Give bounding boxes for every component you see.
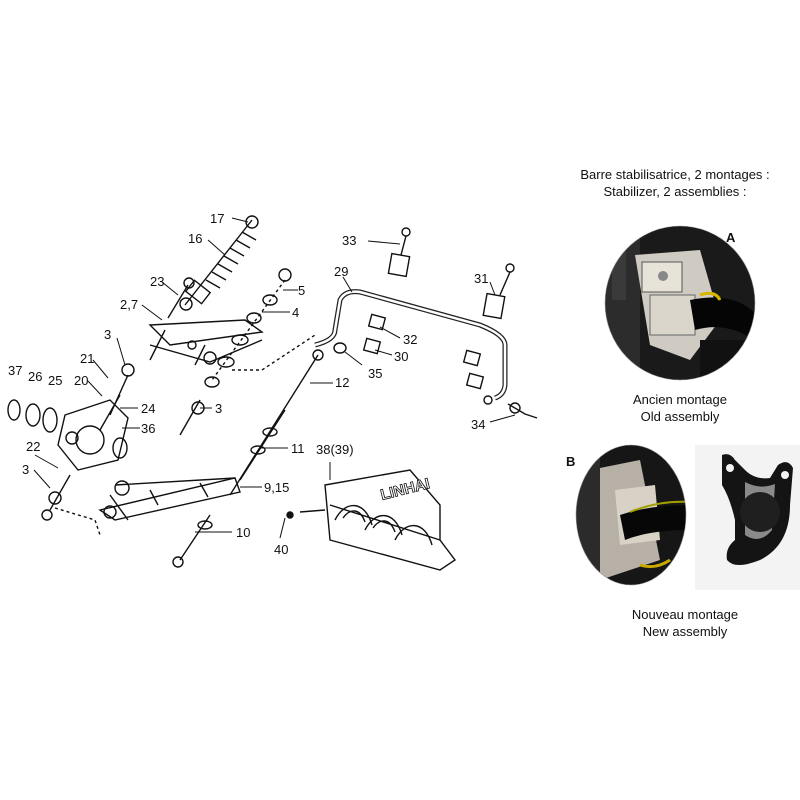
photo-new-assembly — [575, 444, 687, 586]
bushings-5-4 — [204, 268, 292, 388]
part-label-36: 36 — [141, 421, 156, 436]
variant-b-caption: Nouveau montage New assembly — [580, 606, 790, 640]
variant-a-caption: Ancien montage Old assembly — [590, 391, 770, 425]
part-label-9-15: 9,15 — [264, 480, 290, 495]
skid-plate — [286, 469, 457, 571]
part-label-11: 11 — [291, 441, 305, 456]
photo-old-assembly — [604, 225, 756, 381]
part-label-17: 17 — [210, 211, 225, 226]
part-label-40: 40 — [274, 542, 289, 557]
part-label-10: 10 — [236, 525, 251, 540]
legend-title-fr: Barre stabilisatrice, 2 montages : — [580, 167, 770, 182]
part-label-37: 37 — [8, 363, 23, 378]
part-label-23: 23 — [150, 274, 165, 289]
bolt-3-lower — [41, 474, 71, 521]
part-label-3-lower: 3 — [22, 462, 30, 477]
part-label-38-39: 38(39) — [316, 442, 354, 457]
part-label-34: 34 — [471, 417, 486, 432]
part-label-24: 24 — [141, 401, 156, 416]
part-label-30: 30 — [394, 349, 409, 364]
linhai-logo: LINHAI — [379, 475, 432, 504]
part-label-2-7: 2,7 — [120, 297, 139, 312]
hub-rings — [7, 399, 58, 433]
variant-a-letter: A — [726, 230, 736, 245]
part-label-22: 22 — [26, 439, 41, 454]
variant-a-caption-fr: Ancien montage — [633, 392, 727, 407]
legend-title-en: Stabilizer, 2 assemblies : — [603, 184, 747, 199]
stabilizer-brackets — [333, 227, 538, 419]
variant-b-letter: B — [566, 454, 576, 469]
bolt-3-middle — [179, 399, 205, 436]
variant-b-caption-en: New assembly — [642, 624, 728, 639]
bolt-23 — [167, 277, 195, 319]
stabilizer-bar — [314, 289, 508, 401]
part-label-31: 31 — [474, 271, 489, 286]
part-label-3-upper: 3 — [104, 327, 112, 342]
upper-a-arm — [148, 319, 264, 366]
shock-absorber — [179, 215, 259, 311]
part-label-16: 16 — [188, 231, 203, 246]
lower-a-arm — [54, 477, 241, 536]
part-label-35: 35 — [368, 366, 383, 381]
long-bolts — [172, 334, 324, 568]
legend-title: Barre stabilisatrice, 2 montages : Stabi… — [560, 166, 790, 200]
part-label-26: 26 — [28, 369, 43, 384]
part-label-20: 20 — [74, 373, 89, 388]
part-label-4: 4 — [292, 305, 300, 320]
part-label-12: 12 — [335, 375, 350, 390]
part-label-5: 5 — [298, 283, 306, 298]
washer-36 — [112, 437, 128, 459]
variant-b-caption-fr: Nouveau montage — [631, 607, 739, 622]
part-label-32: 32 — [403, 332, 418, 347]
photo-bracket-part — [695, 445, 800, 590]
steering-knuckle — [57, 363, 135, 471]
variant-a-caption-en: Old assembly — [640, 409, 720, 424]
part-label-21: 21 — [80, 351, 95, 366]
part-label-3-middle: 3 — [215, 401, 223, 416]
part-label-25: 25 — [48, 373, 63, 388]
leader-lines — [33, 217, 516, 539]
part-label-29: 29 — [334, 264, 349, 279]
part-label-33: 33 — [342, 233, 357, 248]
